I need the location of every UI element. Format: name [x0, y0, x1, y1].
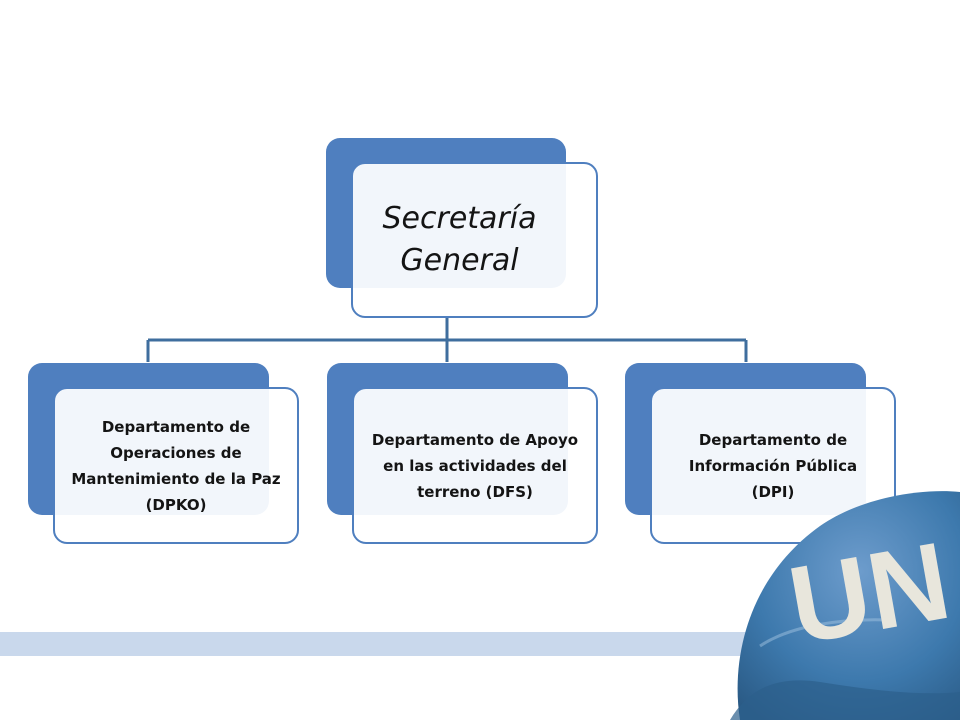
node-box: Departamento de Apoyo en las actividades…: [352, 387, 598, 544]
node-label-dpi: Departamento de Información Pública (DPI…: [688, 430, 858, 501]
node-box: Departamento de Operaciones de Mantenimi…: [53, 387, 299, 544]
un-helmet-image: UN: [730, 491, 960, 720]
node-secretaria-general: Secretaría General: [326, 138, 598, 318]
node-label-dpko: Departamento de Operaciones de Mantenimi…: [71, 417, 281, 514]
node-label-secretaria-general: Secretaría General: [382, 201, 537, 278]
node-label-dfs: Departamento de Apoyo en las actividades…: [371, 430, 579, 501]
node-dfs: Departamento de Apoyo en las actividades…: [327, 363, 598, 544]
node-dpko: Departamento de Operaciones de Mantenimi…: [28, 363, 299, 544]
helmet-un-text: UN: [781, 519, 959, 668]
node-box: Secretaría General: [351, 162, 598, 318]
